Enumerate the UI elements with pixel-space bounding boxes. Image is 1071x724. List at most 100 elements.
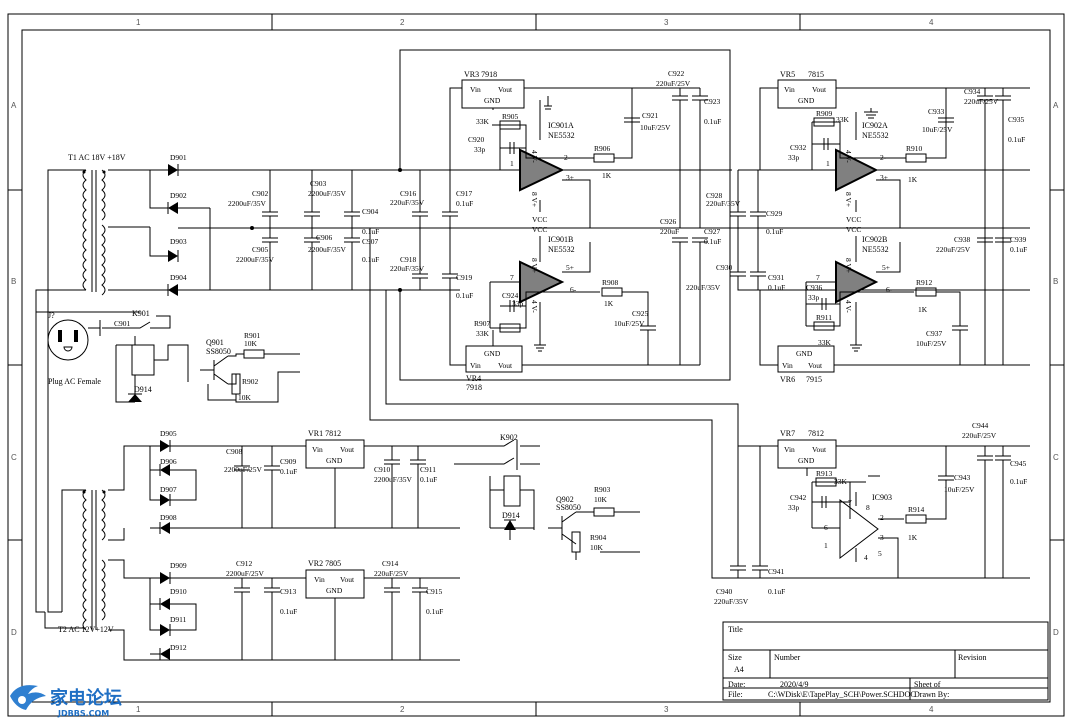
title-label: Title [728, 625, 743, 634]
r901-ref: R901 [244, 331, 261, 340]
wire-to-vr7 [369, 228, 740, 579]
zone-col-2-bottom: 2 [400, 705, 405, 714]
c924-ref: C924 [502, 291, 519, 300]
vr6-vout: Vout [808, 361, 823, 370]
d903-label: D903 [170, 237, 187, 246]
ic901b-pin6: 6- [570, 285, 577, 294]
c922-val: 220uF/25V [656, 79, 691, 88]
vr4-part: 7918 [466, 383, 482, 392]
vr1-name: VR1 7812 [308, 429, 341, 438]
ic902a-part: NE5532 [862, 131, 889, 140]
ic901b-stage: IC901B NE5532 5+ 6- 7 VCC 8 V+ 4 V- R907… [474, 225, 656, 365]
vr2-section: C912 2200uF/25V C913 0.1uF VR2 7805 Vin … [226, 559, 460, 660]
ic903-pin8: 8 [866, 503, 870, 512]
ic901b-ref: IC901B [548, 235, 573, 244]
c909-val: 0.1uF [280, 467, 297, 476]
vr3-name: VR3 7918 [464, 70, 497, 79]
r907-val: 33K [476, 329, 490, 338]
c902-val: 2200uF/35V [228, 199, 267, 208]
transformer-t1: T1 AC 18V +18V [35, 153, 126, 613]
bridge-d905-d912: D905 D906 D907 D908 D909 D910 D911 D912 [108, 429, 460, 661]
d907-label: D907 [160, 485, 177, 494]
vr3-regulator: VR3 7918 Vin Vout GND [449, 70, 700, 170]
c904-ref: C904 [362, 207, 379, 216]
ic901b-pin7: 7 [510, 273, 514, 282]
bridge-d901-d904: D901 D902 D903 D904 [108, 153, 210, 296]
ic901b-v+: 8 V+ [530, 258, 539, 273]
c945-ref: C945 [1010, 459, 1027, 468]
date-label: Date: [728, 680, 745, 689]
c926-val: 220uF [660, 227, 679, 236]
caps-vr5-output: C934 220uF/25V C935 0.1uF C938 220uF/25V… [936, 87, 1027, 365]
ic901a-v-: 4 V- [530, 150, 539, 163]
r913-ref: R913 [816, 469, 833, 478]
c915-ref: C915 [426, 587, 443, 596]
r907-ref: R907 [474, 319, 491, 328]
vr2-vout: Vout [340, 575, 355, 584]
filter-caps-2: C916 220uF/35V C917 0.1uF C918 220uF/35V… [390, 170, 473, 300]
q901-ref: Q901 [206, 338, 224, 347]
c909-ref: C909 [280, 457, 297, 466]
c914-ref: C914 [382, 559, 399, 568]
relay-k902: K902 D914 [454, 433, 540, 540]
r906-val: 1K [602, 171, 612, 180]
ic901b-pin5: 5+ [566, 263, 574, 272]
ic901a-part: NE5532 [548, 131, 575, 140]
ic903-pin5: 5 [878, 549, 882, 558]
vr5-vout: Vout [812, 85, 827, 94]
main-rails [178, 49, 1030, 381]
transformer-t2: T2 AC 12V+12V [44, 489, 114, 634]
c916-val: 220uF/35V [390, 198, 425, 207]
ic902a-stage: IC902A NE5532 2- 3+ 1 4 V- 8 V+ VCC R909… [788, 88, 954, 228]
ic903-pin4: 4 [864, 553, 868, 562]
ic901a-ref: IC901A [548, 121, 574, 130]
vr4-vout: Vout [498, 361, 513, 370]
d912-label: D912 [170, 643, 187, 652]
vr3-vout: Vout [498, 85, 513, 94]
ic902b-pin5: 5+ [882, 263, 890, 272]
r908-val: 1K [604, 299, 614, 308]
ic903-stage: IC903 2 3 8 4 5 6 7 1 R913 33K C942 33p … [788, 446, 975, 578]
c936-val: 33p [808, 293, 820, 302]
t1-label: T1 AC 18V +18V [68, 153, 126, 162]
c939-ref: C939 [1010, 235, 1027, 244]
vr3-gnd: GND [484, 96, 501, 105]
zone-row-b-left: B [11, 277, 16, 286]
vr1-vout: Vout [340, 445, 355, 454]
ic902a-v-: 4 V- [844, 150, 853, 163]
zone-row-c-left: C [11, 453, 17, 462]
vr7-vin: Vin [784, 445, 795, 454]
c944-ref: C944 [972, 421, 989, 430]
c929-ref: C929 [766, 209, 783, 218]
c943-val: 10uF/25V [944, 485, 975, 494]
c908-val: 2200uF/25V [224, 465, 263, 474]
c919-ref: C919 [456, 273, 473, 282]
c944-val: 220uF/25V [962, 431, 997, 440]
ac-plug: J? Plug AC Female [36, 311, 140, 386]
zone-row-a-right: A [1053, 101, 1059, 110]
c918-ref: C918 [400, 255, 417, 264]
plug-ref: J? [48, 311, 55, 320]
q902-ref: Q902 [556, 495, 574, 504]
vr7-vout: Vout [812, 445, 827, 454]
ic903-ref: IC903 [872, 493, 892, 502]
caps-c944-c945: C944 220uF/25V C945 0.1uF [962, 421, 1027, 578]
ic902b-part: NE5532 [862, 245, 889, 254]
c915-val: 0.1uF [426, 607, 443, 616]
c934-ref: C934 [964, 87, 981, 96]
c925-val: 10uF/25V [614, 319, 645, 328]
c941-val: 0.1uF [768, 587, 785, 596]
c907-val: 0.1uF [362, 255, 379, 264]
ic903-pin1: 1 [824, 541, 828, 550]
zone-row-a-left: A [11, 101, 17, 110]
ic902a-pin3: 3+ [880, 173, 888, 182]
k901-label: K901 [132, 309, 150, 318]
r903-val: 10K [594, 495, 608, 504]
c937-ref: C937 [926, 329, 943, 338]
zone-col-3-bottom: 3 [664, 705, 669, 714]
ic902a-pin1: 1 [826, 159, 830, 168]
c920-val: 33p [474, 145, 486, 154]
c908-ref: C908 [226, 447, 243, 456]
transistor-q902: Q902 SS8050 R903 10K R904 10K [548, 485, 640, 560]
